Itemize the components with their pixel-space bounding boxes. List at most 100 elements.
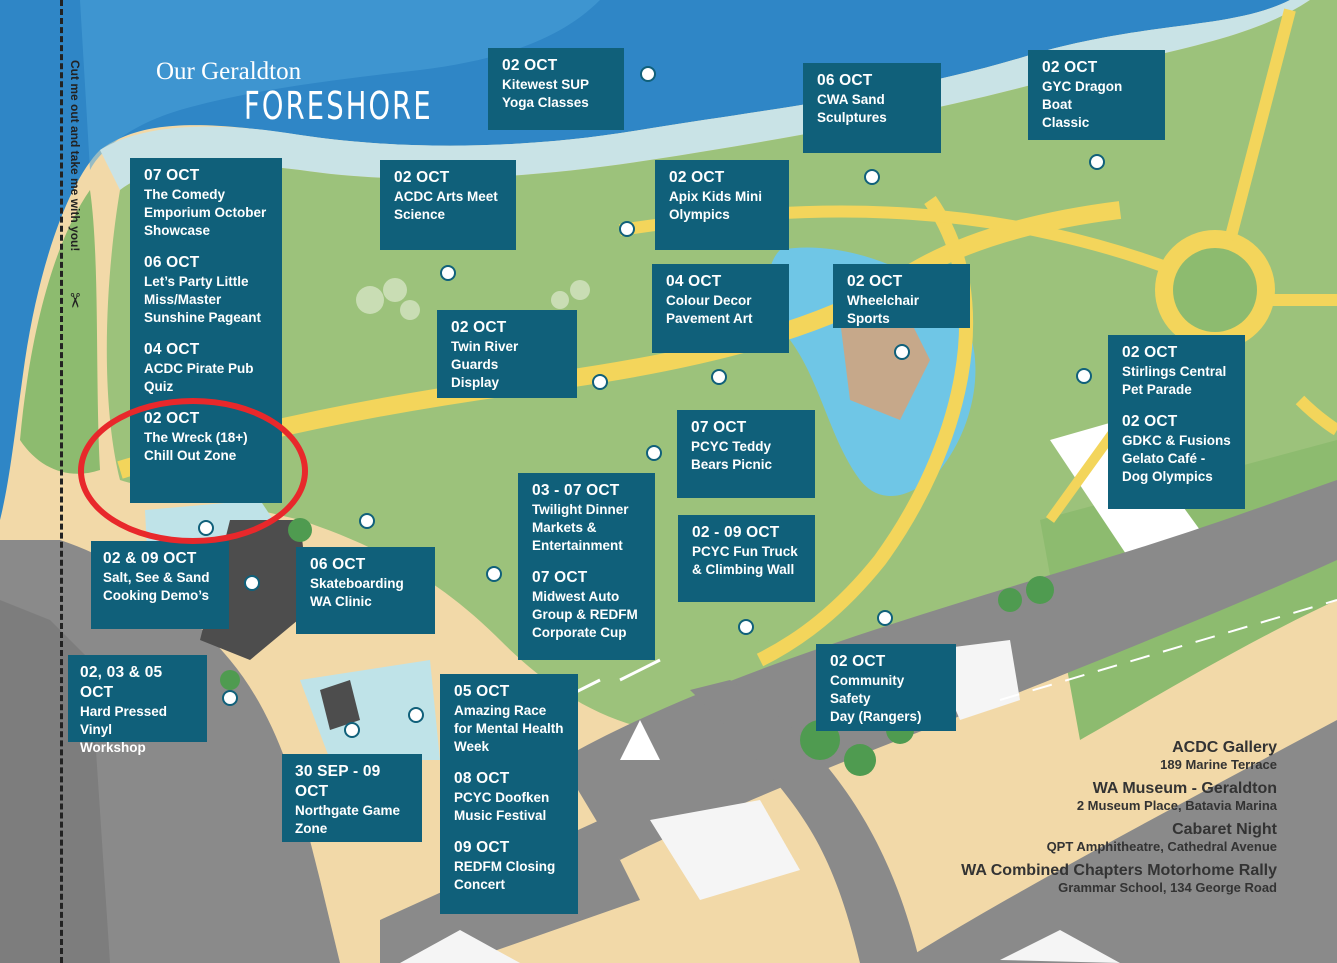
event-desc: Salt, See & Sand Cooking Demo’s (103, 570, 210, 603)
event-date: 08 OCT (454, 770, 510, 787)
map-pin-colour-decor[interactable] (711, 369, 727, 385)
event-desc: Community Safety Day (Rangers) (830, 673, 922, 724)
event-date: 02 OCT (830, 653, 886, 670)
event-date: 09 OCT (454, 839, 510, 856)
event-desc: Midwest Auto Group & REDFM Corporate Cup (532, 589, 638, 640)
map-pin-apix[interactable] (619, 221, 635, 237)
event-date: 02 OCT (1122, 413, 1178, 430)
venue-address: 2 Museum Place, Batavia Marina (1076, 798, 1277, 813)
event-desc: Colour Decor Pavement Art (666, 293, 753, 326)
event-item: 02 OCT GYC Dragon Boat Classic (1042, 58, 1153, 132)
event-box-gyc[interactable]: 02 OCT GYC Dragon Boat Classic (1028, 50, 1165, 140)
venue-address: QPT Amphitheatre, Cathedral Avenue (1046, 839, 1277, 854)
event-date: 02 OCT (502, 57, 558, 74)
map-pin-kitewest[interactable] (640, 66, 656, 82)
map-pin-fun-truck[interactable] (738, 619, 754, 635)
venue-name: Cabaret Night (1172, 821, 1277, 838)
event-desc: Skateboarding WA Clinic (310, 576, 404, 609)
event-item: 04 OCT Colour Decor Pavement Art (666, 272, 777, 328)
map-pin-safety[interactable] (877, 610, 893, 626)
map-pin-wheelchair[interactable] (894, 344, 910, 360)
map-pin-twin-river[interactable] (592, 374, 608, 390)
event-item: 02 OCT Wheelchair Sports (847, 272, 958, 328)
event-desc: Let’s Party Little Miss/Master Sunshine … (144, 274, 262, 325)
event-desc: Wheelchair Sports (847, 293, 920, 326)
event-desc: GYC Dragon Boat Classic (1042, 79, 1123, 130)
event-date: 02 OCT (451, 319, 507, 336)
event-date: 02 OCT (394, 169, 450, 186)
event-date: 30 SEP - 09 OCT (295, 763, 381, 800)
map-pin-cwa[interactable] (864, 169, 880, 185)
map-title-line1: Our Geraldton (156, 58, 302, 85)
event-item: 02 OCT Community Safety Day (Rangers) (830, 652, 944, 726)
cut-me-out-text: Cut me out and take me with you! (68, 60, 82, 252)
event-item: 09 OCT REDFM Closing Concert (454, 838, 566, 894)
map-pin-amazing[interactable] (408, 707, 424, 723)
map-pin-stirlings[interactable] (1076, 368, 1092, 384)
map-pin-teddy[interactable] (646, 445, 662, 461)
event-date: 02 OCT (1042, 59, 1098, 76)
venue-address: Grammar School, 134 George Road (1058, 880, 1277, 895)
event-desc: Hard Pressed Vinyl Workshop (80, 704, 168, 755)
event-box-kitewest[interactable]: 02 OCT Kitewest SUP Yoga Classes (488, 48, 624, 130)
event-item: 02 OCT Twin River Guards Display (451, 318, 565, 392)
event-desc: Kitewest SUP Yoga Classes (502, 77, 590, 110)
map-pin-gyc[interactable] (1089, 154, 1105, 170)
event-item: 02 & 09 OCT Salt, See & Sand Cooking Demo… (103, 549, 217, 605)
event-date: 04 OCT (666, 273, 722, 290)
event-desc: REDFM Closing Concert (454, 859, 556, 892)
venue-name: ACDC Gallery (1172, 739, 1277, 756)
venue-name: WA Museum - Geraldton (1092, 780, 1277, 797)
venue-name: WA Combined Chapters Motorhome Rally (961, 862, 1277, 879)
event-desc: Stirlings Central Pet Parade (1122, 364, 1227, 397)
event-date: 02 & 09 OCT (103, 550, 197, 567)
event-desc: Twin River Guards Display (451, 339, 519, 390)
event-box-skate[interactable]: 06 OCT Skateboarding WA Clinic (296, 547, 435, 634)
map-pin-salt[interactable] (244, 575, 260, 591)
map-pin-vinyl[interactable] (222, 690, 238, 706)
event-date: 02 OCT (847, 273, 903, 290)
event-item: 06 OCT Skateboarding WA Clinic (310, 555, 423, 611)
map-pin-twilight[interactable] (486, 566, 502, 582)
event-box-twin-river[interactable]: 02 OCT Twin River Guards Display (437, 310, 577, 398)
event-date: 02 OCT (669, 169, 725, 186)
event-desc: Northgate Game Zone (295, 803, 401, 836)
event-box-colour-decor[interactable]: 04 OCT Colour Decor Pavement Art (652, 264, 789, 353)
map-pin-northgate[interactable] (344, 722, 360, 738)
event-date: 04 OCT (144, 341, 200, 358)
event-desc: Twilight Dinner Markets & Entertainment (532, 502, 629, 553)
map-pin-skate[interactable] (359, 513, 375, 529)
event-box-wheelchair[interactable]: 02 OCT Wheelchair Sports (833, 264, 970, 328)
event-date: 07 OCT (144, 167, 200, 184)
event-box-safety[interactable]: 02 OCT Community Safety Day (Rangers) (816, 644, 956, 731)
event-box-salt[interactable]: 02 & 09 OCT Salt, See & Sand Cooking Demo… (91, 541, 229, 629)
map-pin-acdc-science[interactable] (440, 265, 456, 281)
event-date: 06 OCT (310, 556, 366, 573)
event-date: 02, 03 & 05 OCT (80, 664, 163, 701)
